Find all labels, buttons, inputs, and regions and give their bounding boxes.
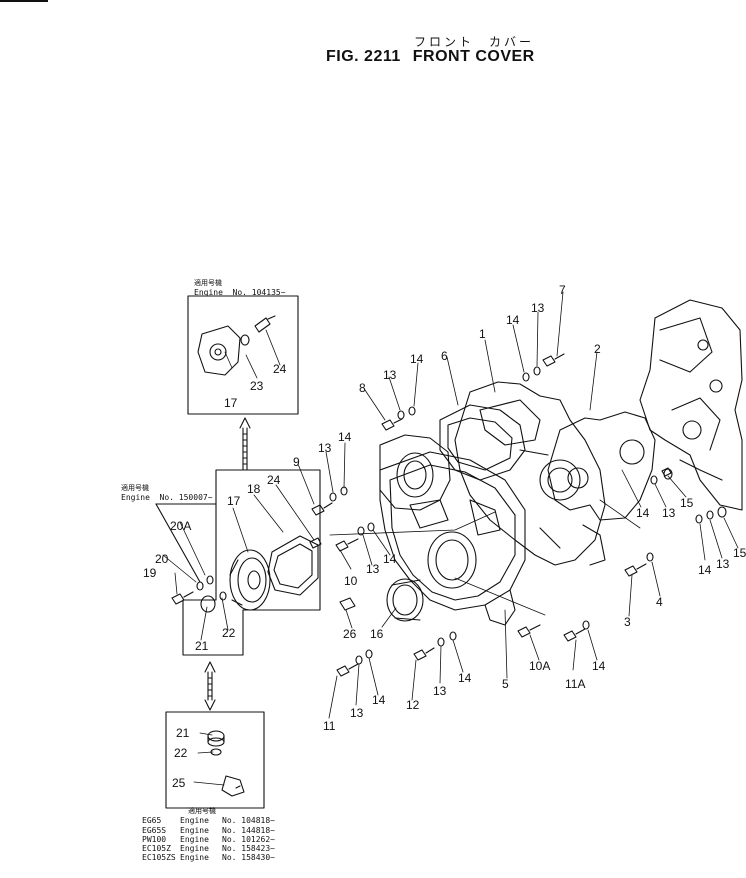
callout-14h: 14	[636, 506, 650, 520]
washer-22	[219, 591, 227, 601]
callout-19: 19	[143, 566, 157, 580]
corner-mark	[0, 0, 48, 2]
top-box-heading: 適用号機	[194, 279, 222, 287]
callout-15a: 15	[680, 496, 694, 510]
callout-20A: 20A	[170, 519, 191, 533]
applicability-heading: 適用号機	[188, 807, 216, 815]
callout-9: 9	[293, 455, 300, 469]
cap-21	[200, 595, 216, 613]
figure-name: FRONT COVER	[412, 48, 535, 65]
mid-box-note: 適用号機 Engine No. 150007~	[121, 483, 213, 502]
callout-17b: 17	[227, 494, 241, 508]
callout-13b: 13	[383, 368, 397, 382]
callout-10: 10	[344, 574, 358, 588]
arrow-up-icon	[239, 417, 251, 471]
callout-11A: 11A	[565, 677, 585, 691]
oil-seal-16	[386, 578, 424, 622]
mid-box-heading: 適用号機	[121, 484, 149, 492]
callout-7: 7	[559, 283, 566, 297]
callout-13e: 13	[350, 706, 364, 720]
engine-block-outline	[639, 299, 743, 511]
callout-17a: 17	[224, 396, 238, 410]
callout-21b: 21	[176, 726, 190, 740]
callout-14d: 14	[383, 552, 397, 566]
callout-labels: 1 2 3 4 5 6 7 8 9 10 10A 11 11A 12 13 13…	[143, 283, 746, 790]
callout-10A: 10A	[529, 659, 550, 673]
callout-26: 26	[343, 627, 357, 641]
gasket-6	[439, 404, 526, 481]
callout-13d: 13	[366, 562, 380, 576]
bolt-set	[171, 353, 672, 677]
callout-21a: 21	[195, 639, 209, 653]
front-cover-5	[379, 451, 526, 626]
leader-lines	[162, 291, 739, 786]
middle-inset-box	[155, 469, 321, 656]
callout-15b: 15	[733, 546, 746, 560]
callout-23: 23	[250, 379, 264, 393]
callout-2: 2	[594, 342, 601, 356]
top-box-engine: Engine No. 104135~	[194, 288, 286, 297]
figure-title: FIG. 2211 FRONT COVER	[326, 48, 547, 66]
mid-box-engine: Engine No. 150007~	[121, 493, 213, 502]
pump-cover-17	[229, 549, 271, 611]
double-arrow-icon	[204, 661, 216, 711]
callout-16: 16	[370, 627, 384, 641]
callout-22a: 22	[222, 626, 236, 640]
dowel-pin-26	[339, 597, 356, 611]
top-box-note: 適用号機 Engine No. 104135~	[194, 278, 286, 297]
washer-set	[196, 366, 727, 665]
callout-13c: 13	[318, 441, 332, 455]
callout-11: 11	[323, 719, 336, 733]
callout-13h: 13	[716, 557, 730, 571]
callout-14f: 14	[458, 671, 472, 685]
sensor-24	[309, 537, 322, 549]
callout-6: 6	[441, 349, 448, 363]
callout-8: 8	[359, 381, 366, 395]
callout-14g: 14	[592, 659, 606, 673]
front-plate-1	[454, 381, 606, 566]
callout-14e: 14	[372, 693, 386, 707]
callout-14c: 14	[338, 430, 352, 444]
callout-24b: 24	[267, 473, 281, 487]
callout-22b: 22	[174, 746, 188, 760]
top-inset-box	[187, 295, 299, 415]
callout-14i: 14	[698, 563, 712, 577]
callout-5: 5	[502, 677, 509, 691]
callout-4: 4	[656, 595, 663, 609]
bottom-inset-box	[165, 711, 265, 809]
callout-12: 12	[406, 698, 420, 712]
timing-case-housing	[379, 434, 451, 511]
callout-3: 3	[624, 615, 631, 629]
callout-13a: 13	[531, 301, 545, 315]
callout-25: 25	[172, 776, 186, 790]
callout-18: 18	[247, 482, 261, 496]
callout-13f: 13	[433, 684, 447, 698]
callout-24a: 24	[273, 362, 287, 376]
callout-1: 1	[479, 327, 486, 341]
callout-13g: 13	[662, 506, 676, 520]
title-japanese: フロント カバー	[414, 35, 535, 49]
callout-14a: 14	[506, 313, 520, 327]
callout-20: 20	[155, 552, 169, 566]
callout-14b: 14	[410, 352, 424, 366]
gasket-18	[267, 535, 319, 596]
figure-number: FIG. 2211	[326, 48, 401, 65]
